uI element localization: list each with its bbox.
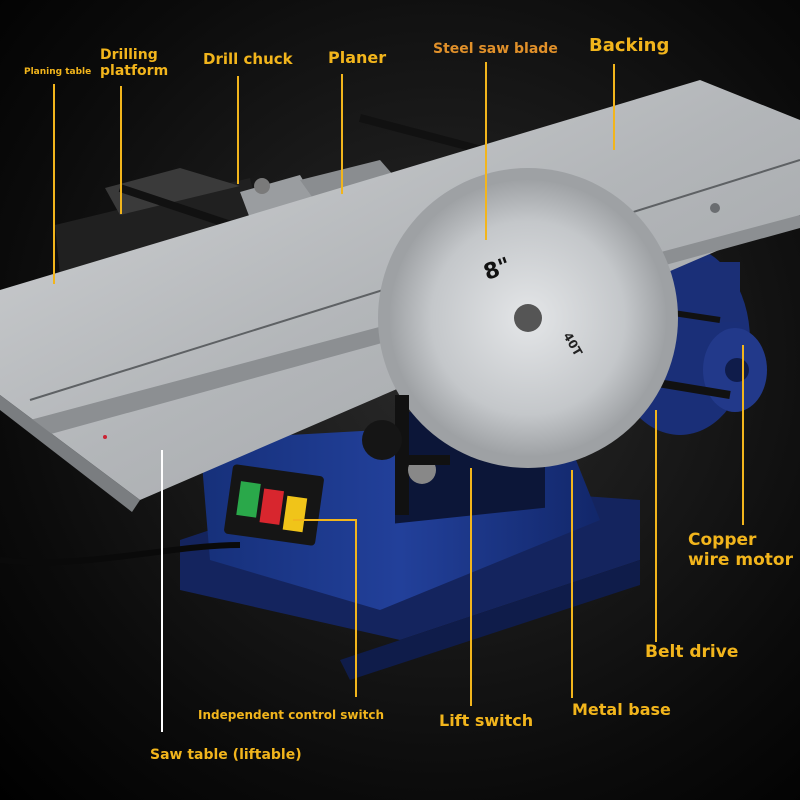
leader-belt-drive [655, 410, 657, 642]
label-drilling-platform-line1: Drilling [100, 47, 158, 63]
label-copper-motor-line1: Copper [688, 530, 757, 550]
leader-copper-motor [742, 345, 744, 525]
independent-control-switch [224, 464, 324, 546]
label-drill-chuck: Drill chuck [203, 50, 293, 68]
label-belt-drive: Belt drive [645, 642, 739, 662]
label-independent-control-switch: Independent control switch [198, 708, 385, 722]
leader-steel-saw-blade [485, 62, 487, 240]
label-backing: Backing [589, 35, 670, 56]
leader-backing [613, 64, 615, 150]
label-planer: Planer [328, 48, 387, 67]
power-cord [0, 542, 241, 566]
leader-control-switch [355, 519, 357, 697]
leader-drill-chuck [237, 76, 239, 184]
label-copper-motor-line2: wire motor [688, 550, 793, 570]
leader-saw-table [161, 450, 163, 732]
label-drilling-platform-line2: platform [100, 63, 169, 79]
label-lift-switch: Lift switch [439, 711, 534, 730]
leader-planing-table [53, 84, 55, 284]
label-metal-base: Metal base [572, 700, 671, 719]
leader-control-switch-h [293, 519, 357, 521]
label-steel-saw-blade: Steel saw blade [433, 41, 558, 57]
leader-drilling-platform [120, 86, 122, 214]
lift-switch-handle [362, 395, 450, 515]
steel-saw-blade [378, 168, 678, 468]
leader-metal-base [571, 470, 573, 698]
leader-lift-switch [470, 468, 472, 706]
label-planing-table: Planing table [24, 67, 92, 77]
label-saw-table: Saw table (liftable) [150, 747, 302, 763]
leader-planer [341, 74, 343, 194]
